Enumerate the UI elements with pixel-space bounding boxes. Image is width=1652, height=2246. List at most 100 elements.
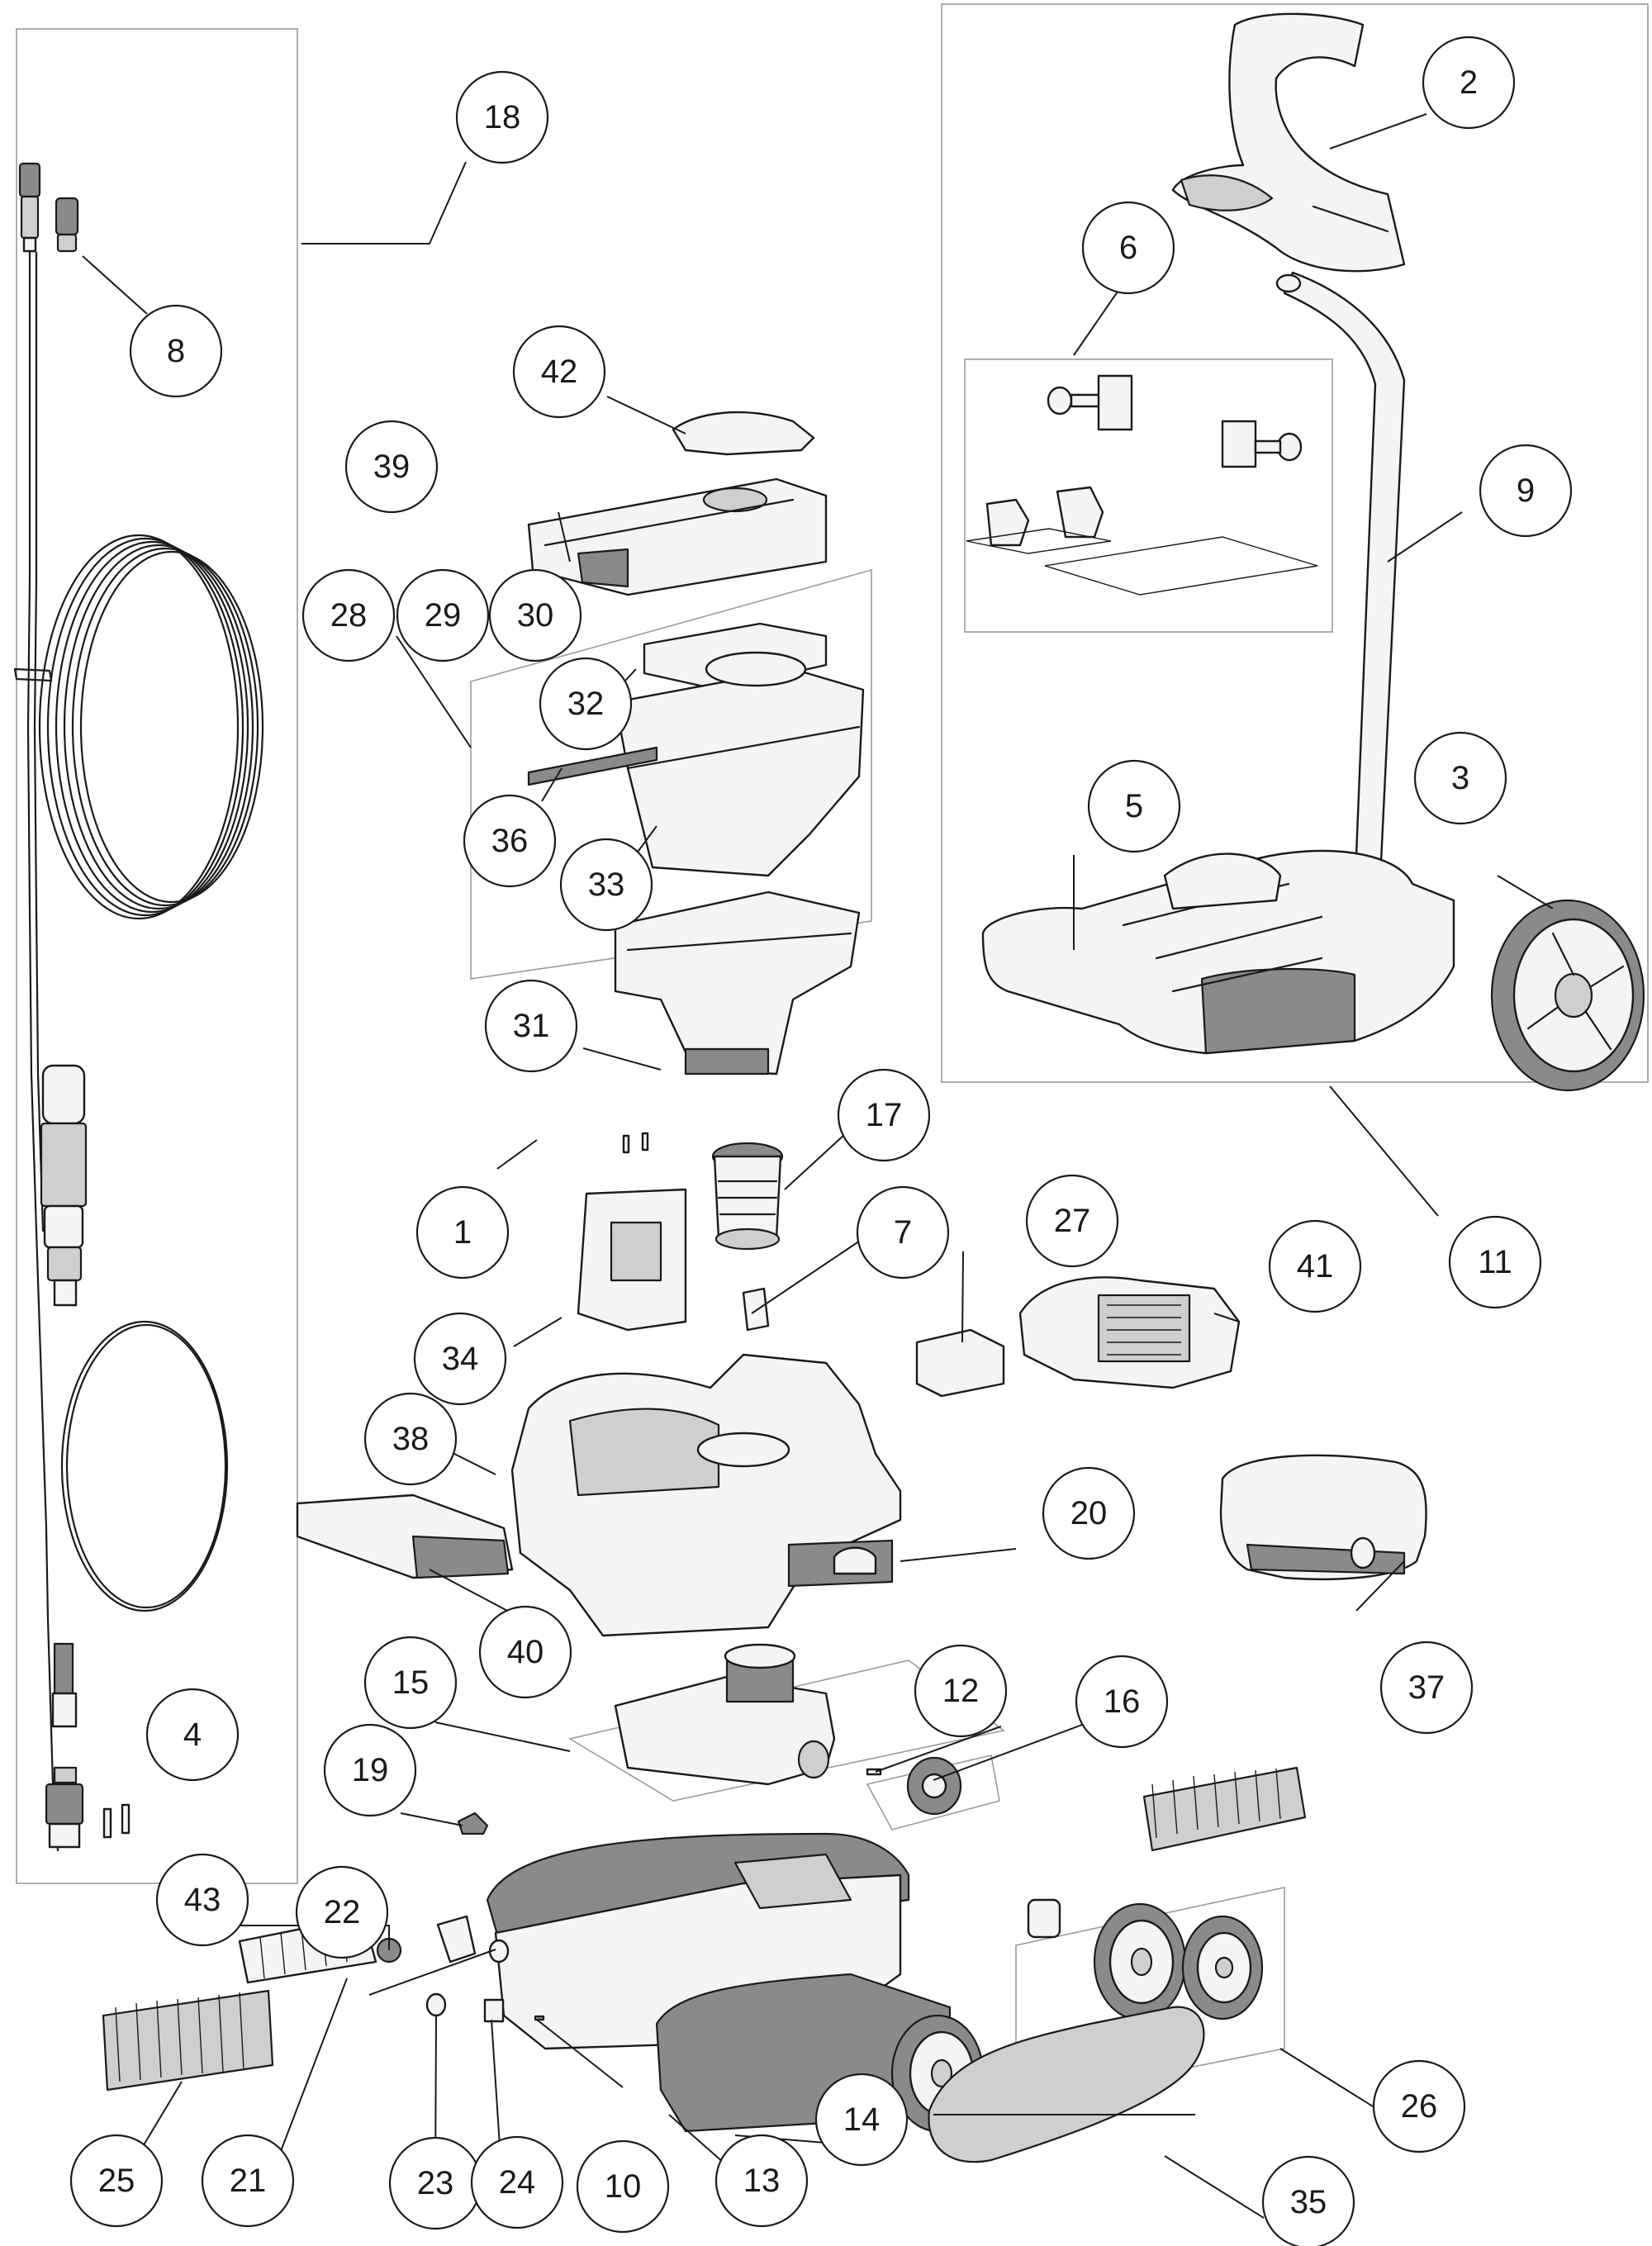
callout-1: 1 [415, 1185, 510, 1280]
callout-16: 16 [1075, 1655, 1169, 1749]
svg-text:33: 33 [588, 867, 625, 903]
svg-text:15: 15 [392, 1664, 430, 1701]
svg-text:17: 17 [866, 1097, 903, 1133]
svg-text:11: 11 [1478, 1244, 1512, 1280]
callout-43: 43 [155, 1853, 249, 1947]
callout-20: 20 [1042, 1466, 1136, 1560]
callout-14: 14 [814, 2073, 909, 2167]
side-parts [915, 1276, 1427, 1581]
svg-text:37: 37 [1408, 1669, 1446, 1706]
svg-text:41: 41 [1297, 1248, 1334, 1284]
svg-text:12: 12 [942, 1673, 980, 1709]
svg-text:5: 5 [1125, 788, 1143, 824]
callout-8: 8 [129, 304, 223, 398]
callout-2: 2 [1422, 36, 1516, 130]
svg-text:28: 28 [330, 597, 368, 634]
callout-21: 21 [201, 2134, 295, 2228]
svg-text:42: 42 [541, 354, 578, 390]
filter-basket-assembly [527, 622, 865, 877]
callout-31: 31 [484, 979, 578, 1073]
svg-text:18: 18 [484, 99, 521, 135]
motor-unit [457, 1643, 962, 1835]
callout-36: 36 [463, 794, 557, 888]
svg-text:1: 1 [453, 1214, 472, 1251]
svg-text:29: 29 [425, 597, 462, 634]
clips-group-box [964, 359, 1333, 633]
svg-text:25: 25 [98, 2163, 135, 2199]
svg-text:10: 10 [605, 2168, 642, 2205]
track-belt [928, 2006, 1205, 2163]
motor-group-box [567, 1660, 1005, 1802]
callout-34: 34 [413, 1312, 507, 1406]
svg-text:32: 32 [567, 686, 605, 722]
caddy-group-box [941, 3, 1649, 1083]
svg-text:38: 38 [392, 1421, 430, 1457]
callout-9: 9 [1479, 444, 1573, 538]
callout-39: 39 [344, 420, 439, 514]
svg-text:8: 8 [167, 333, 185, 369]
cable-group-box [16, 28, 298, 1884]
chassis-and-tracks [486, 1832, 985, 2133]
callout-35: 35 [1261, 2155, 1355, 2246]
svg-text:40: 40 [507, 1634, 544, 1670]
callout-19: 19 [323, 1723, 417, 1817]
svg-text:22: 22 [324, 1894, 361, 1930]
svg-text:34: 34 [442, 1341, 479, 1377]
svg-text:9: 9 [1517, 472, 1535, 509]
svg-text:6: 6 [1119, 230, 1137, 266]
callout-25: 25 [69, 2134, 164, 2228]
svg-text:4: 4 [183, 1717, 202, 1753]
callout-6: 6 [1081, 201, 1175, 295]
svg-text:14: 14 [843, 2101, 881, 2138]
callout-37: 37 [1379, 1641, 1474, 1735]
callout-32: 32 [539, 657, 633, 751]
callout-26: 26 [1372, 2059, 1466, 2153]
callout-18: 18 [455, 70, 549, 164]
svg-text:20: 20 [1070, 1495, 1108, 1531]
callout-28: 28 [301, 568, 396, 662]
caddy-assembly [966, 12, 1645, 1092]
callout-23: 23 [388, 2136, 482, 2230]
callout-3: 3 [1413, 731, 1507, 825]
callout-38: 38 [363, 1392, 458, 1486]
callout-29: 29 [396, 568, 490, 662]
impeller-and-panel [577, 1132, 784, 1332]
callout-42: 42 [512, 325, 606, 419]
brush-and-wheel-kit [1027, 1766, 1307, 2021]
callout-4: 4 [145, 1688, 240, 1782]
top-cover-assembly [527, 411, 828, 596]
callout-15: 15 [363, 1636, 458, 1730]
svg-text:13: 13 [743, 2163, 781, 2199]
svg-text:2: 2 [1460, 64, 1478, 101]
callout-22: 22 [295, 1865, 389, 1959]
callout-17: 17 [837, 1068, 931, 1162]
svg-text:43: 43 [184, 1882, 221, 1918]
svg-text:3: 3 [1451, 760, 1469, 796]
svg-text:27: 27 [1054, 1203, 1091, 1239]
callout-41: 41 [1268, 1219, 1362, 1313]
callout-5: 5 [1087, 759, 1181, 853]
callout-11: 11 [1448, 1215, 1542, 1309]
svg-text:23: 23 [417, 2165, 454, 2201]
callout-40: 40 [478, 1605, 572, 1699]
lower-basket [614, 890, 861, 1076]
callout-13: 13 [714, 2134, 809, 2228]
svg-text:21: 21 [230, 2163, 267, 2199]
callout-7: 7 [856, 1185, 950, 1280]
svg-text:19: 19 [352, 1752, 389, 1788]
callout-30: 30 [488, 568, 582, 662]
svg-text:39: 39 [373, 449, 411, 485]
callout-10: 10 [576, 2139, 670, 2234]
callout-27: 27 [1025, 1174, 1119, 1268]
svg-text:16: 16 [1104, 1683, 1141, 1720]
svg-text:7: 7 [894, 1214, 912, 1251]
callout-12: 12 [914, 1644, 1008, 1738]
svg-text:26: 26 [1401, 2088, 1438, 2125]
svg-text:31: 31 [513, 1008, 550, 1044]
svg-text:30: 30 [517, 597, 554, 634]
svg-text:35: 35 [1290, 2184, 1327, 2220]
main-body [296, 1353, 902, 1637]
svg-text:36: 36 [491, 823, 529, 859]
floating-cable-assembly [13, 162, 264, 1852]
